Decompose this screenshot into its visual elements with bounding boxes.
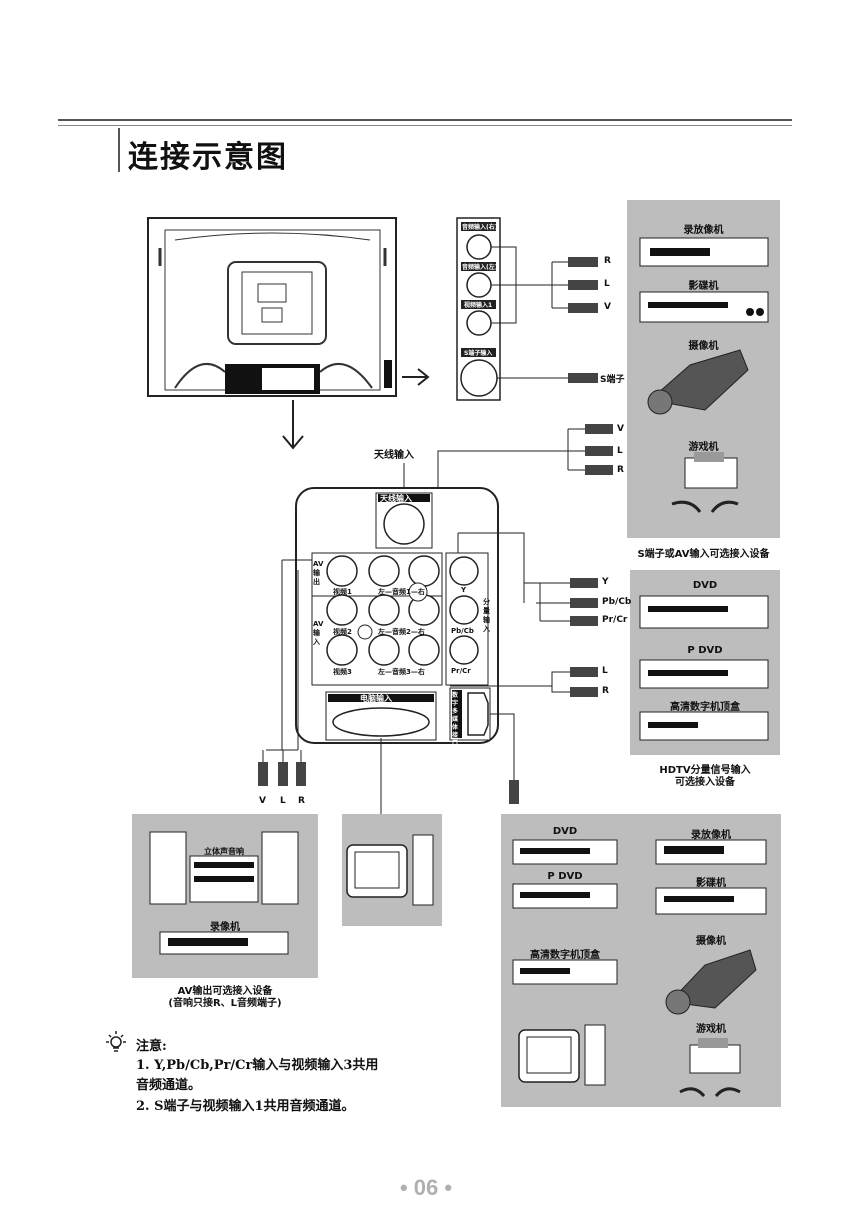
header-rule xyxy=(58,119,792,121)
hdtv-wires xyxy=(450,532,598,697)
antenna-label: 天线输入 xyxy=(374,450,414,461)
avout-plug-r: R xyxy=(298,796,305,806)
digital-wire xyxy=(490,713,515,780)
panel-av-in: AV输入 xyxy=(313,620,324,646)
hdtv-device-stb: 高清数字机顶盒 xyxy=(670,702,740,713)
device-vcd: 影碟机 xyxy=(688,281,719,292)
panel-row-audio2: 左—音频2—右 xyxy=(378,628,425,636)
avout-plug-v: V xyxy=(259,796,266,806)
panel-av-out: AV输出 xyxy=(313,560,324,586)
side-input-panel xyxy=(456,217,568,401)
panel-row-video3: 视频3 xyxy=(333,668,352,676)
hdtv-caption-2: 可选接入设备 xyxy=(675,777,735,788)
panel-row-audio3: 左—音频3—右 xyxy=(378,668,425,676)
panel-digital: 数字多媒体接口 xyxy=(452,692,459,747)
hdtv-plug-pr: Pr/Cr xyxy=(602,615,628,625)
note-line-2: 2. S端子与视频输入1共用音频通道。 xyxy=(136,1099,355,1114)
avout-device-vcr: 录像机 xyxy=(210,922,240,933)
side-label-audio-r: 音频输入(右) xyxy=(462,224,498,231)
device-vcr: 录放像机 xyxy=(683,225,724,236)
connector-panel xyxy=(295,487,499,744)
bottom-device-camera: 摄像机 xyxy=(696,936,726,947)
hdtv-plug-r: R xyxy=(602,686,609,696)
computer-icon xyxy=(346,834,434,906)
avout-device-stereo: 立体声音响 xyxy=(204,847,244,856)
bottom-device-game: 游戏机 xyxy=(696,1024,726,1035)
bottom-device-stb: 高清数字机顶盒 xyxy=(530,950,600,961)
front-plug-v: V xyxy=(617,424,624,434)
avout-caption-1: AV输出可选接入设备 xyxy=(177,986,273,997)
avout-wires xyxy=(258,559,312,786)
panel-pc-input: 电脑输入 xyxy=(360,694,392,703)
note-heading: 注意: xyxy=(136,1039,167,1054)
hdtv-device-pdvd: P DVD xyxy=(687,645,723,656)
page-number: • 06 • xyxy=(399,1175,453,1200)
panel-row-audio1: 左—音频1—右 xyxy=(378,588,425,596)
page-title: 连接示意图 xyxy=(128,141,288,174)
bottom-device-pdvd: P DVD xyxy=(547,871,583,882)
plug-label-v: V xyxy=(604,302,611,312)
hdtv-plug-l: L xyxy=(602,666,608,676)
top-group-caption: S端子或AV输入可选接入设备 xyxy=(637,549,770,560)
hdtv-device-dvd: DVD xyxy=(692,580,718,591)
avout-plug-l: L xyxy=(280,796,286,806)
hdtv-plug-pb: Pb/Cb xyxy=(602,597,632,607)
bottom-device-icons xyxy=(512,839,767,1098)
down-arrow-icon xyxy=(282,400,304,450)
front-plug-l: L xyxy=(617,446,623,456)
panel-component-label: 分量输入 xyxy=(483,598,490,633)
digital-plug xyxy=(509,780,519,804)
avout-device-icons xyxy=(149,831,299,955)
hdtv-plug-y: Y xyxy=(602,577,609,587)
plug-label-s: S端子 xyxy=(600,375,625,385)
bottom-device-vcr: 录放像机 xyxy=(691,830,731,841)
note-line-1: 1. Y,Pb/Cb,Pr/Cr输入与视频输入3共用 xyxy=(136,1058,379,1073)
side-label-video1: 视频输入1 xyxy=(464,302,493,309)
hdtv-device-icons xyxy=(639,595,769,741)
avout-caption-2: (音响只接R、L音频端子) xyxy=(168,998,282,1009)
title-bar xyxy=(118,128,120,172)
front-plug-r: R xyxy=(617,465,624,475)
bottom-device-dvd: DVD xyxy=(552,826,578,837)
side-label-s: S端子输入 xyxy=(464,350,493,357)
side-label-audio-l: 音频输入(左) xyxy=(462,264,498,271)
top-device-icons xyxy=(639,237,769,513)
panel-row-video2: 视频2 xyxy=(333,628,352,636)
side-plugs xyxy=(568,257,598,383)
hdtv-caption-1: HDTV分量信号输入 xyxy=(659,765,751,776)
device-game: 游戏机 xyxy=(688,442,719,453)
panel-component-pb: Pb/Cb xyxy=(451,627,474,635)
tv-rear-view xyxy=(147,217,397,397)
note-line-1b: 音频通道。 xyxy=(136,1078,202,1093)
bottom-device-vcd: 影碟机 xyxy=(696,878,726,889)
panel-row-video1: 视频1 xyxy=(333,588,352,596)
panel-component-y: Y xyxy=(461,586,467,594)
plug-label-r: R xyxy=(604,256,611,266)
lightbulb-icon xyxy=(106,1031,126,1052)
plug-label-l: L xyxy=(604,279,610,289)
right-arrow-icon xyxy=(402,368,430,386)
panel-antenna-label: 天线输入 xyxy=(380,494,412,503)
device-camera: 摄像机 xyxy=(688,341,719,352)
header-rule-thin xyxy=(58,125,792,126)
panel-component-pr: Pr/Cr xyxy=(451,667,471,675)
